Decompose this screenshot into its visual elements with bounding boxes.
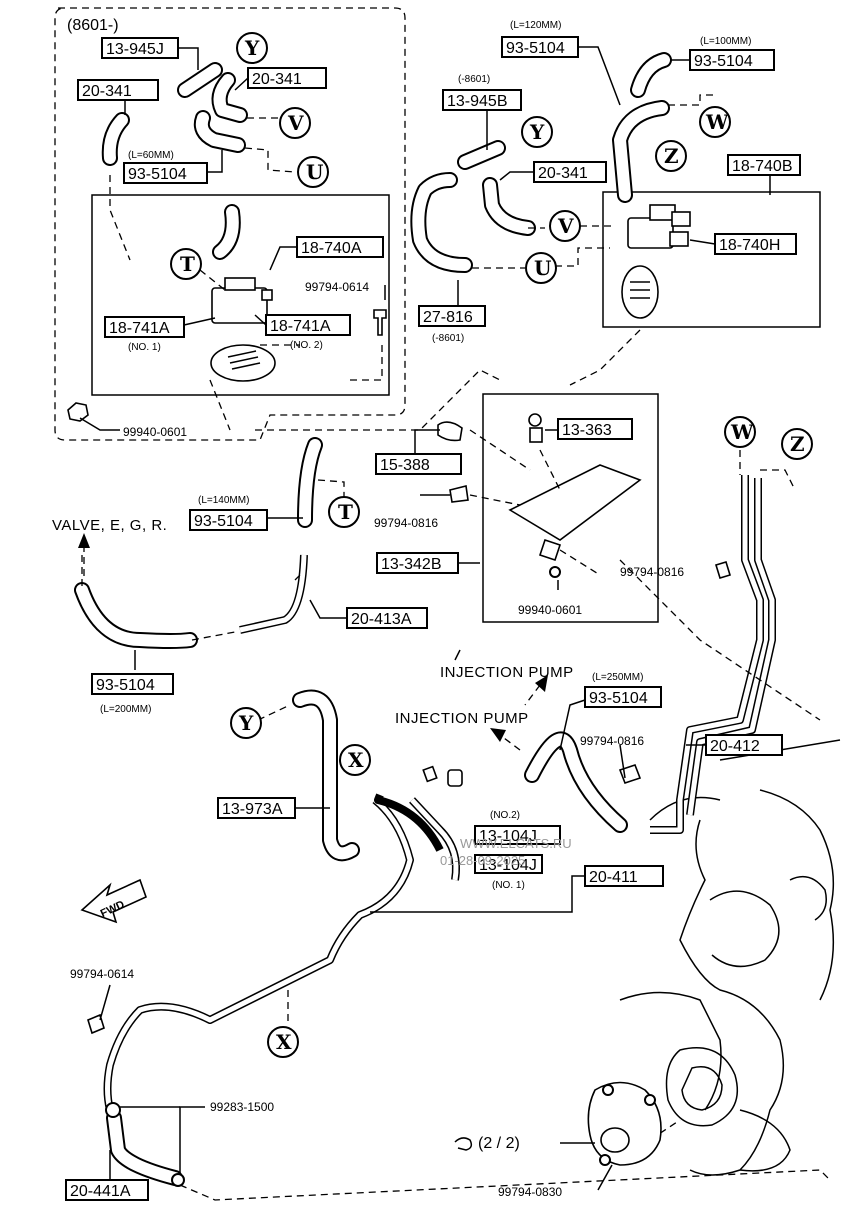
reference-markers: Y V U T Y V U Z W T W Z Y X X [170, 32, 813, 1058]
part-20-411: 20-411 [589, 869, 638, 886]
part-20-441A: 20-441A [70, 1183, 131, 1200]
part-18-740H: 18-740H [719, 237, 780, 254]
part-13-945B: 13-945B [447, 93, 508, 110]
valve-egr-label: VALVE, E, G, R. [52, 517, 167, 534]
quantity-label: (2 / 2) [478, 1135, 520, 1152]
marker-y-2: Y [529, 120, 545, 144]
bottom-left-pipe [103, 793, 460, 1186]
note-no2-b: (NO.2) [490, 810, 520, 821]
inset-leaders [109, 117, 383, 431]
part-93-5104-f: 93-5104 [589, 690, 648, 707]
inset-fasteners [67, 309, 387, 422]
part-99940-0601-a: 99940-0601 [123, 425, 187, 439]
marker-v-2: V [557, 214, 574, 238]
watermark-site: WWW.ELCATS.RU [460, 836, 572, 851]
note-l60: (L=60MM) [128, 150, 174, 161]
right-leaders [559, 450, 821, 721]
note-l100: (L=100MM) [700, 36, 751, 47]
part-13-945J: 13-945J [106, 41, 164, 58]
direction-arrows [78, 533, 548, 751]
note-l140: (L=140MM) [198, 495, 249, 506]
part-93-5104-c: 93-5104 [694, 53, 753, 70]
marker-x-1: X [348, 748, 364, 772]
valve-box-left [91, 194, 390, 396]
part-13-104J-1: 13-104J [479, 857, 537, 874]
marker-t-1: T [180, 252, 195, 276]
bracket [437, 413, 642, 578]
part-99283-1500: 99283-1500 [210, 1100, 274, 1114]
part-20-341-c: 20-341 [538, 165, 588, 182]
marker-w-1: W [705, 110, 729, 134]
part-99794-0614-b: 99794-0614 [70, 967, 134, 981]
part-93-5104-d: 93-5104 [194, 513, 253, 530]
part-93-5104-b: 93-5104 [506, 40, 565, 57]
solenoid-valve-right [621, 204, 691, 319]
valve-box-right [602, 191, 821, 328]
note-no1-b: (NO. 1) [492, 880, 525, 891]
note-no2-a: (NO. 2) [290, 340, 323, 351]
solenoid-valve-left [210, 277, 276, 382]
marker-v-1: V [287, 111, 304, 135]
part-99794-0830: 99794-0830 [498, 1185, 562, 1199]
watermark-date: 01-28-09-2025 [440, 853, 525, 868]
label-leaders [79, 46, 771, 1191]
marker-y-3: Y [238, 711, 254, 735]
note-8601: (-8601) [458, 74, 490, 85]
part-20-341-a: 20-341 [252, 71, 302, 88]
part-18-741A-2: 18-741A [270, 318, 331, 335]
part-99940-0601-b: 99940-0601 [518, 603, 582, 617]
part-20-412: 20-412 [710, 738, 760, 755]
part-18-741A-1: 18-741A [109, 320, 170, 337]
part-93-5104-a: 93-5104 [128, 166, 187, 183]
fwd-arrow [80, 878, 147, 924]
marker-u-2: U [534, 256, 551, 280]
inset-hoses [101, 62, 248, 260]
right-pipes [650, 475, 776, 834]
marker-x-2: X [276, 1030, 292, 1054]
vacuum-pump [587, 1081, 662, 1166]
part-numbers: 13-945J 20-341 20-341 93-5104 18-740A 18… [65, 36, 801, 1201]
mid-left-leaders [81, 479, 345, 721]
part-27-816: 27-816 [423, 309, 473, 326]
injection-pump-label-1: INJECTION PUMP [440, 664, 574, 681]
part-99794-0614-a: 99794-0614 [305, 280, 369, 294]
part-93-5104-e: 93-5104 [96, 677, 155, 694]
note-l200: (L=200MM) [100, 704, 151, 715]
top-center-hoses [410, 52, 672, 273]
part-15-388: 15-388 [380, 457, 430, 474]
note-l250: (L=250MM) [592, 672, 643, 683]
part-13-363: 13-363 [562, 422, 612, 439]
part-13-104J-2: 13-104J [479, 828, 537, 845]
bottom-leaders [179, 990, 831, 1201]
part-20-341-b: 20-341 [82, 83, 132, 100]
inset-label: (8601-) [67, 17, 119, 34]
inset-boundary [54, 7, 406, 441]
bracket-box [482, 393, 659, 623]
marker-u-1: U [306, 160, 323, 184]
marker-z-2: Z [790, 432, 805, 456]
bottom-fittings [87, 561, 732, 1187]
part-99794-0816-c: 99794-0816 [580, 734, 644, 748]
part-20-413A: 20-413A [351, 611, 412, 628]
part-18-740B: 18-740B [732, 158, 793, 175]
marker-t-2: T [338, 500, 353, 524]
part-99794-0816-a: 99794-0816 [374, 516, 438, 530]
bracket-leaders [469, 429, 561, 506]
fastener-numbers: 99794-0614 99940-0601 99794-0816 99940-0… [70, 280, 684, 1199]
top-right-leaders [255, 94, 715, 431]
mid-left-hoses [74, 437, 628, 862]
marker-y-1: Y [244, 36, 260, 60]
injection-pump-label-2: INJECTION PUMP [395, 710, 529, 727]
note-8601-b: (-8601) [432, 333, 464, 344]
part-13-342B: 13-342B [381, 556, 442, 573]
note-no1-a: (NO. 1) [128, 342, 161, 353]
marker-z-1: Z [664, 144, 679, 168]
note-l120: (L=120MM) [510, 20, 561, 31]
clip-icon [454, 1137, 473, 1151]
part-13-973A: 13-973A [222, 801, 283, 818]
part-99794-0816-b: 99794-0816 [620, 565, 684, 579]
part-18-740A: 18-740A [301, 240, 362, 257]
marker-w-2: W [730, 420, 754, 444]
